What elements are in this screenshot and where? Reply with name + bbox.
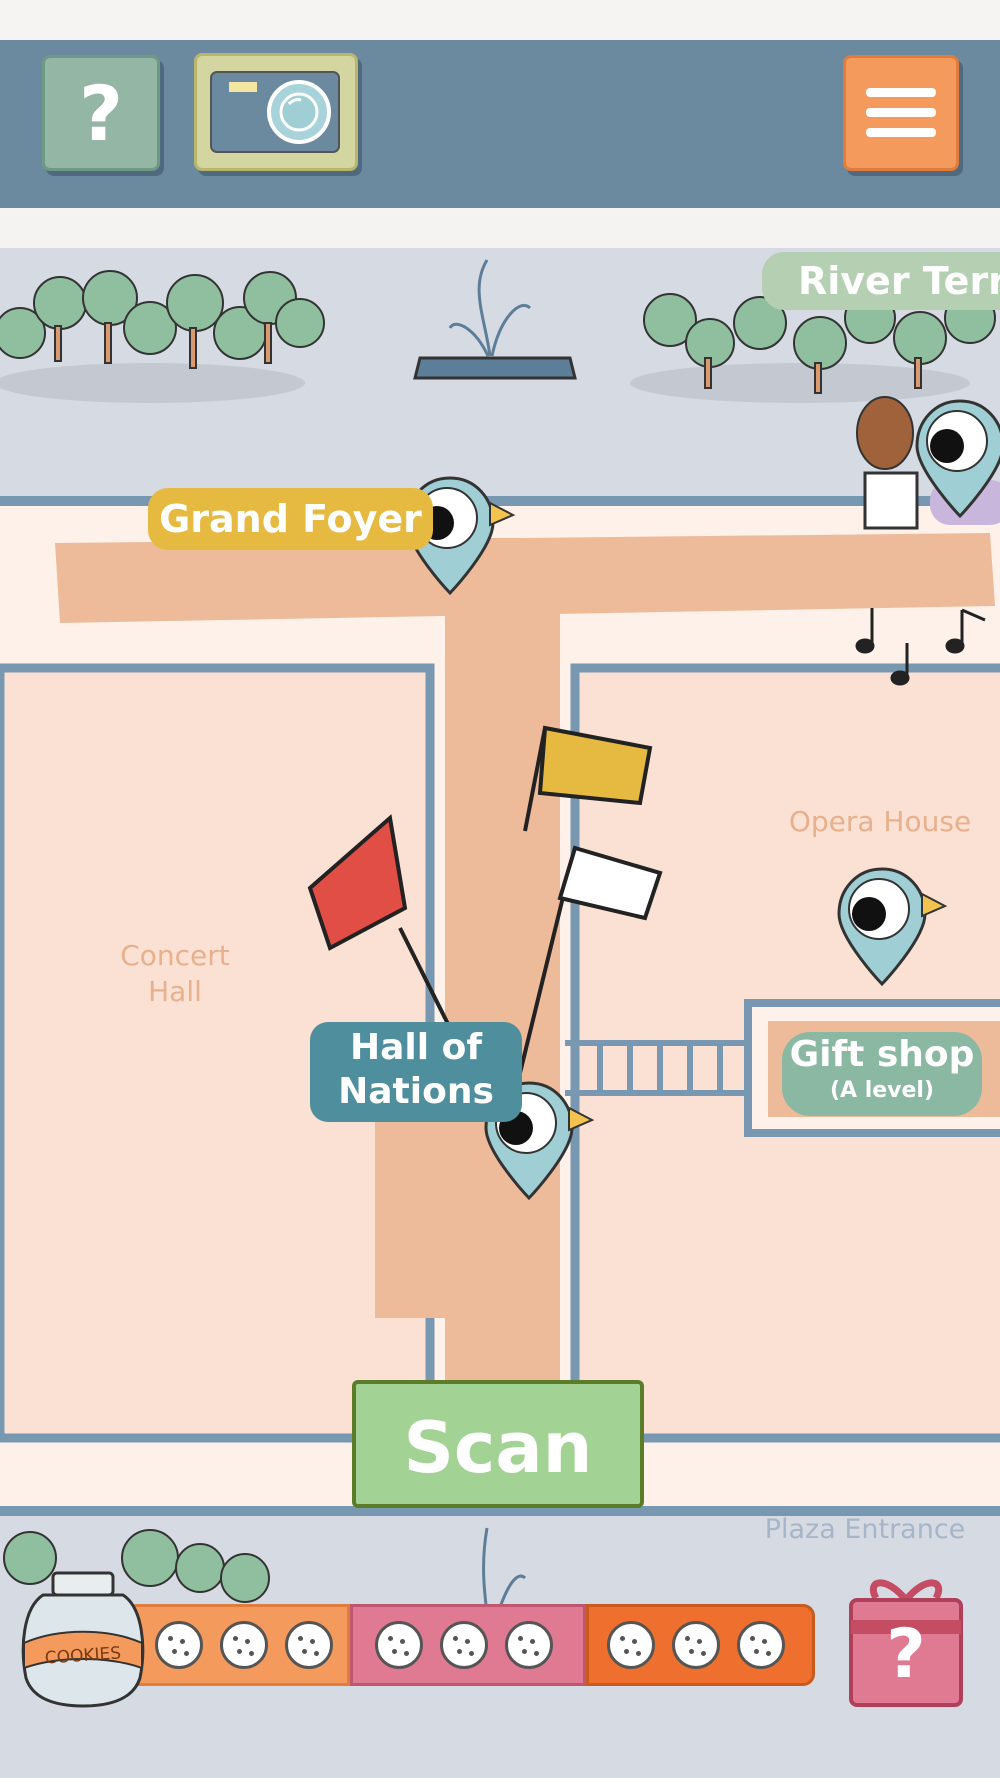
- camera-icon: [210, 70, 340, 153]
- concert-hall-label: Concert Hall: [100, 938, 250, 1010]
- cookie-icon: [375, 1621, 423, 1669]
- cookie-icon: [672, 1621, 720, 1669]
- menu-button[interactable]: [843, 55, 959, 171]
- cookie-progress-bar: [130, 1604, 815, 1686]
- gift-icon: [849, 1579, 963, 1707]
- location-pin-river-terrace[interactable]: [915, 396, 1000, 526]
- cookie-icon: [505, 1621, 553, 1669]
- flags-icon: [307, 725, 663, 1074]
- gift-shop-label-main: Gift shop: [789, 1034, 975, 1075]
- opera-house-label: Opera House: [788, 805, 972, 838]
- music-notes-icon: [855, 608, 986, 686]
- scan-button[interactable]: Scan: [352, 1380, 644, 1508]
- location-pin-opera-house[interactable]: [837, 864, 957, 994]
- concert-hall-label-line2: Hall: [148, 975, 202, 1008]
- trees-bottom: [3, 1529, 270, 1603]
- grand-foyer-label[interactable]: Grand Foyer: [148, 488, 433, 550]
- help-button[interactable]: ?: [42, 55, 160, 171]
- cookie-jar[interactable]: COOKIES: [18, 1568, 148, 1708]
- concert-hall-label-line1: Concert: [120, 939, 230, 972]
- cookie-icon: [220, 1621, 268, 1669]
- cookie-icon: [155, 1621, 203, 1669]
- venue-map[interactable]: Grand Foyer River Terrac Hall of Nations…: [0, 248, 1000, 1778]
- top-bar-band: [0, 40, 1000, 208]
- bust-statue-icon: [856, 396, 919, 530]
- main-corridor: [445, 538, 560, 1468]
- gift-button[interactable]: ?: [846, 1570, 966, 1710]
- gift-question-mark: ?: [886, 1615, 926, 1694]
- top-bar: ?: [0, 0, 1000, 215]
- plaza-entrance-label: Plaza Entrance: [764, 1514, 966, 1545]
- cookie-icon: [440, 1621, 488, 1669]
- hall-of-nations-label-line1: Hall of: [349, 1027, 483, 1068]
- camera-button[interactable]: [194, 53, 358, 171]
- cookie-icon: [737, 1621, 785, 1669]
- trees-left: [0, 270, 325, 403]
- gift-shop-label-sub: (A level): [829, 1078, 935, 1103]
- hall-of-nations-label[interactable]: Hall of Nations: [310, 1022, 522, 1122]
- fountain: [413, 259, 577, 380]
- hamburger-menu-icon: [866, 88, 936, 137]
- cookie-jar-icon: [21, 1571, 145, 1708]
- gift-shop-bridge: [565, 1040, 750, 1096]
- gift-shop-label[interactable]: Gift shop (A level): [782, 1032, 982, 1116]
- river-terrace-label[interactable]: River Terrac: [762, 252, 1000, 310]
- cookie-icon: [607, 1621, 655, 1669]
- hall-of-nations-label-line2: Nations: [338, 1071, 494, 1112]
- cookie-icon: [285, 1621, 333, 1669]
